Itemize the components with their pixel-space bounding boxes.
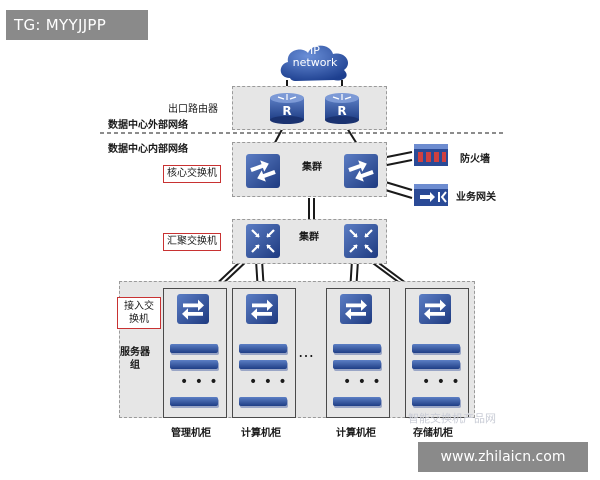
- router-letter-right: R: [337, 104, 347, 118]
- access-switch-icon-4: [419, 294, 451, 324]
- server-dots: • • •: [249, 374, 288, 390]
- ip-network-cloud-icon: [280, 45, 349, 81]
- core-switch-label: 核心交换机: [163, 165, 221, 183]
- outside-network-label: 数据中心外部网络: [108, 120, 188, 131]
- access-switch-label: 接入交 换机: [117, 297, 161, 329]
- access-switch-label-line2: 换机: [129, 314, 149, 325]
- server-unit: [333, 397, 381, 406]
- access-switch-icon-1: [177, 294, 209, 324]
- cabinet-compute-1: [232, 288, 296, 418]
- cabinet-management: [163, 288, 227, 418]
- server-dots: • • •: [422, 374, 461, 390]
- server-unit: [170, 344, 218, 353]
- router-icon-right: [325, 93, 359, 124]
- server-group-label: 服务器 组: [120, 346, 150, 372]
- site-badge: www.zhilaicn.com: [418, 442, 588, 472]
- firewall-label: 防火墙: [460, 154, 490, 165]
- cabinet-label-compute-1: 计算机柜: [241, 428, 281, 439]
- server-unit: [333, 360, 381, 369]
- router-icon-left: [270, 93, 304, 124]
- server-unit: [239, 397, 287, 406]
- access-switch-icon-3: [340, 294, 372, 324]
- server-unit: [239, 360, 287, 369]
- server-unit: [239, 344, 287, 353]
- server-dots: • • •: [343, 374, 382, 390]
- server-unit: [170, 397, 218, 406]
- ip-label: IP: [310, 44, 320, 57]
- gateway-label: 业务网关: [456, 192, 496, 203]
- cluster-label-aggregation: 集群: [299, 232, 319, 243]
- aggregation-switch-left-icon: [246, 224, 280, 258]
- server-unit: [333, 344, 381, 353]
- inside-network-label: 数据中心内部网络: [108, 144, 188, 155]
- cluster-label-core: 集群: [302, 162, 322, 173]
- server-unit: [412, 344, 460, 353]
- export-router-label: 出口路由器: [168, 104, 218, 115]
- aggregation-switch-label: 汇聚交换机: [163, 233, 221, 251]
- cabinet-label-storage: 存储机柜: [413, 428, 453, 439]
- access-switch-label-line1: 接入交: [124, 301, 154, 312]
- cabinet-ellipsis: …: [298, 342, 315, 361]
- firewall-icon: [414, 144, 448, 166]
- gateway-icon: [414, 184, 448, 206]
- cabinet-storage: [405, 288, 469, 418]
- router-letter-left: R: [282, 104, 292, 118]
- tg-badge: TG: MYYJJPP: [6, 10, 148, 40]
- access-switch-icon-2: [246, 294, 278, 324]
- watermark: 智能交换机产品网: [408, 412, 496, 425]
- router-zone: [232, 86, 387, 130]
- aggregation-switch-right-icon: [344, 224, 378, 258]
- server-unit: [170, 360, 218, 369]
- server-group-label-line2: 组: [130, 360, 140, 371]
- network-label: network: [292, 56, 338, 69]
- server-group-label-line1: 服务器: [120, 347, 150, 358]
- core-switch-right-icon: [344, 154, 378, 188]
- cabinet-label-compute-2: 计算机柜: [336, 428, 376, 439]
- cabinet-compute-2: [326, 288, 390, 418]
- core-switch-left-icon: [246, 154, 280, 188]
- ip-network-label: IP network: [276, 45, 354, 69]
- server-unit: [412, 360, 460, 369]
- server-unit: [412, 397, 460, 406]
- server-dots: • • •: [180, 374, 219, 390]
- cabinet-label-management: 管理机柜: [171, 428, 211, 439]
